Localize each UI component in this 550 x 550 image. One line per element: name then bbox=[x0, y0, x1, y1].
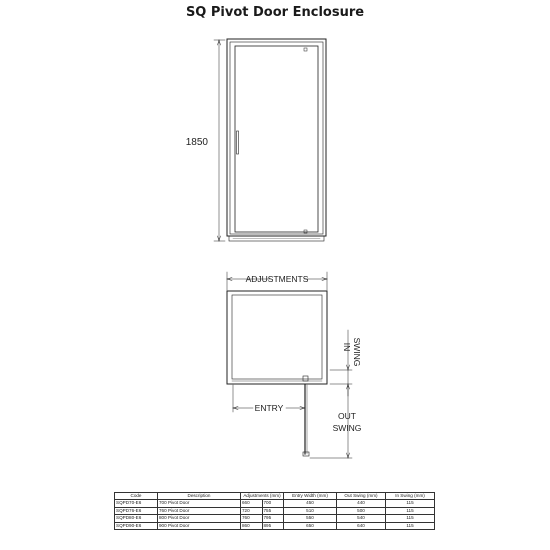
shower-tray-base bbox=[228, 235, 325, 242]
cell-code: SQPD80-E6 bbox=[114, 514, 158, 523]
table-row: SQPD90-E6 900 Pivot Door 860 895 650 640… bbox=[114, 521, 435, 531]
top-pivot-hinge bbox=[303, 47, 308, 52]
in-swing-dimension-line bbox=[329, 329, 353, 397]
cell-adj-max: 895 bbox=[261, 521, 284, 531]
cell-description: 760 Pivot Door bbox=[157, 506, 241, 516]
header-entry-width: Entry Width (mm) bbox=[283, 491, 337, 501]
cell-in-swing: 115 bbox=[385, 506, 435, 516]
front-elevation bbox=[213, 38, 327, 242]
table-header-row: Code Description Adjustments (mm) Entry … bbox=[114, 491, 435, 501]
in-swing-label-line-1: IN bbox=[342, 343, 352, 352]
specification-table: Code Description Adjustments (mm) Entry … bbox=[114, 491, 435, 531]
bottom-pivot-hinge bbox=[303, 229, 308, 234]
door-outer-frame bbox=[226, 38, 327, 237]
cell-out-swing: 500 bbox=[336, 506, 386, 516]
table-row: SQPD76-E6 760 Pivot Door 720 755 510 500… bbox=[114, 506, 435, 516]
cell-entry-width: 510 bbox=[283, 506, 337, 516]
table-row: SQPD80-E6 800 Pivot Door 760 795 550 540… bbox=[114, 514, 435, 523]
door-handle bbox=[236, 130, 239, 155]
out-swing-label-line-1: OUT bbox=[338, 411, 356, 421]
cell-in-swing: 115 bbox=[385, 514, 435, 523]
enclosure-outline-inner bbox=[231, 294, 323, 380]
open-door-out-swing bbox=[302, 384, 310, 457]
adjustments-dimension-line bbox=[226, 271, 328, 291]
cell-adj-min: 760 bbox=[240, 514, 263, 523]
cell-code: SQPD76-E6 bbox=[114, 506, 158, 516]
cell-adj-max: 755 bbox=[261, 506, 284, 516]
out-swing-dimension-line bbox=[309, 383, 353, 459]
out-swing-label-line-2: SWING bbox=[333, 423, 362, 433]
cell-adj-max: 700 bbox=[261, 499, 284, 508]
door-inner-frame bbox=[229, 41, 324, 235]
cell-in-swing: 115 bbox=[385, 521, 435, 531]
header-in-swing: In Swing (mm) bbox=[385, 491, 435, 501]
enclosure-outline-outer bbox=[226, 290, 328, 385]
cell-in-swing: 115 bbox=[385, 499, 435, 508]
cell-description: 700 Pivot Door bbox=[157, 499, 241, 508]
glass-panel bbox=[234, 45, 319, 233]
cell-out-swing: 440 bbox=[336, 499, 386, 508]
header-out-swing: Out Swing (mm) bbox=[336, 491, 386, 501]
header-description: Description bbox=[157, 491, 241, 501]
cell-description: 800 Pivot Door bbox=[157, 514, 241, 523]
plan-view bbox=[226, 271, 353, 459]
height-dimension-line bbox=[213, 39, 226, 242]
page-title: SQ Pivot Door Enclosure bbox=[185, 5, 365, 20]
cell-entry-width: 450 bbox=[283, 499, 337, 508]
cell-adj-min: 860 bbox=[240, 521, 263, 531]
header-adjustments: Adjustments (mm) bbox=[240, 491, 284, 501]
cell-adj-min: 660 bbox=[240, 499, 263, 508]
cell-code: SQPD90-E6 bbox=[114, 521, 158, 531]
cell-entry-width: 650 bbox=[283, 521, 337, 531]
cell-description: 900 Pivot Door bbox=[157, 521, 241, 531]
cell-out-swing: 540 bbox=[336, 514, 386, 523]
cell-entry-width: 550 bbox=[283, 514, 337, 523]
adjustments-label: ADJUSTMENTS bbox=[246, 274, 309, 284]
height-dimension-label: 1850 bbox=[186, 137, 209, 148]
entry-label: ENTRY bbox=[255, 403, 284, 413]
table-row: SQPD70-E6 700 Pivot Door 660 700 450 440… bbox=[114, 499, 435, 508]
cell-adj-max: 795 bbox=[261, 514, 284, 523]
pivot-marker bbox=[302, 375, 309, 382]
in-swing-label-line-2: SWING bbox=[352, 338, 362, 367]
cell-code: SQPD70-E6 bbox=[114, 499, 158, 508]
cell-out-swing: 640 bbox=[336, 521, 386, 531]
header-code: Code bbox=[114, 491, 158, 501]
cell-adj-min: 720 bbox=[240, 506, 263, 516]
